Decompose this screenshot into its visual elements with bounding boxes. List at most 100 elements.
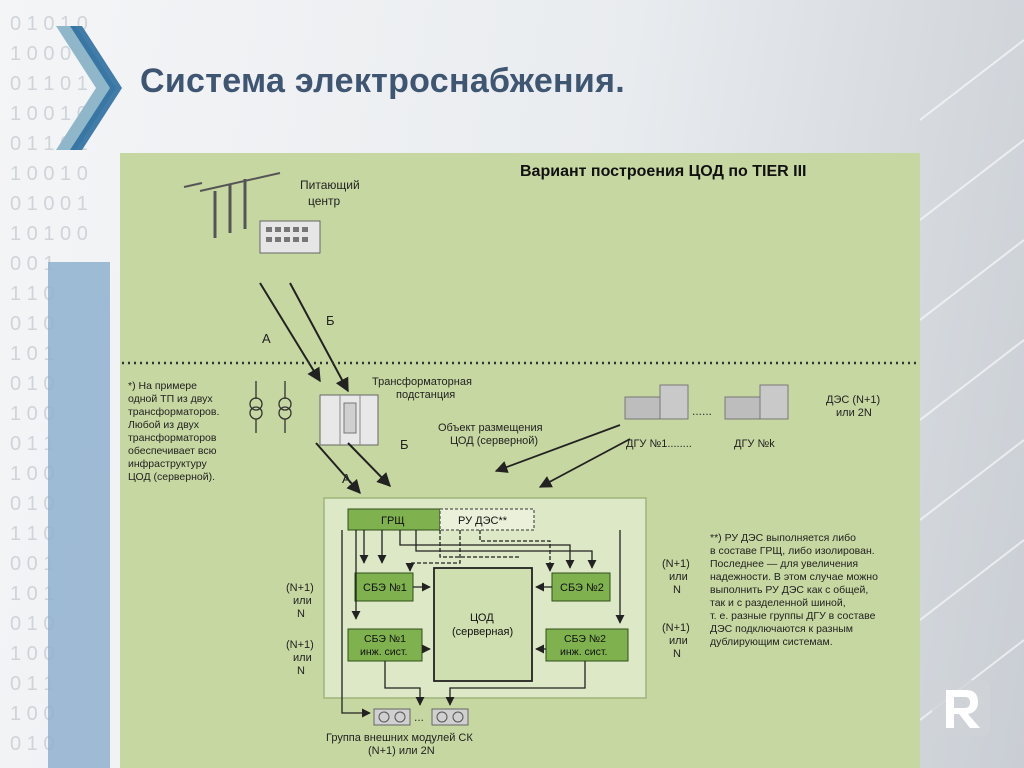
panel-title: Вариант построения ЦОД по TIER III <box>520 163 807 180</box>
cooling-label-1: Группа внешних модулей СК <box>326 732 473 744</box>
svg-text:0 1 1: 0 1 1 <box>10 673 54 695</box>
sbe1-eng-label-1: СБЭ №1 <box>364 633 406 645</box>
diagonal-stripes-decoration <box>920 39 1024 721</box>
substation-cabinet-icon <box>319 394 379 446</box>
right-note-line: **) РУ ДЭС выполняется либо <box>710 532 856 544</box>
left-note-line: *) На примере <box>128 380 197 392</box>
n1-right-1: (N+1) <box>662 558 690 570</box>
dgu-1-label: ДГУ №1........ <box>626 438 692 450</box>
right-note-line: ДЭС подключаются к разным <box>710 623 853 635</box>
ili-left-2: или <box>293 652 312 664</box>
dgu-feed-line <box>538 438 631 488</box>
line-a-lower <box>315 442 361 495</box>
left-note-line: трансформаторов <box>128 432 217 444</box>
left-note-line: трансформаторов. <box>128 406 219 418</box>
left-note-line: Любой из двух <box>128 419 200 431</box>
power-supply-diagram: Питающий центр А Б *) На примере одной Т… <box>122 172 918 757</box>
svg-text:0 1 0: 0 1 0 <box>10 313 54 335</box>
ili-right-1: или <box>669 571 688 583</box>
svg-text:1 0 1: 1 0 1 <box>10 583 54 605</box>
left-note-line: инфраструктуру <box>128 458 208 470</box>
dgu-k-label: ДГУ №k <box>734 438 775 450</box>
line-a-lower-label: А <box>342 471 351 486</box>
decorative-blue-bar <box>48 262 110 768</box>
svg-text:0 0 1: 0 0 1 <box>10 253 54 275</box>
n-left-2: N <box>297 665 305 677</box>
svg-text:1 0 0 1 0: 1 0 0 1 0 <box>10 163 88 185</box>
dec-label-2: или 2N <box>836 407 872 419</box>
dec-label-1: ДЭС (N+1) <box>826 394 880 406</box>
left-note-line: ЦОД (серверной). <box>128 471 215 483</box>
line-b-label: Б <box>326 313 335 328</box>
ru-des-label: РУ ДЭС** <box>458 515 508 527</box>
sbe1-eng-label-2: инж. сист. <box>360 646 407 658</box>
right-note-line: в составе ГРЩ, либо изолирован. <box>710 545 875 557</box>
ru-des-box <box>439 508 535 531</box>
substation-label-2: подстанция <box>396 389 455 401</box>
line-b-lower <box>347 442 391 488</box>
n-right-1: N <box>673 584 681 596</box>
left-note-line: одной ТП из двух <box>128 393 213 405</box>
redundancy-labels-right: (N+1) или N (N+1) или N <box>662 558 690 660</box>
svg-text:......: ...... <box>692 404 712 418</box>
line-a-label: А <box>262 331 271 346</box>
cod-server-room <box>433 567 533 682</box>
svg-text:1 0 0: 1 0 0 <box>10 643 54 665</box>
svg-text:1 0 0: 1 0 0 <box>10 463 54 485</box>
n-left-1: N <box>297 608 305 620</box>
svg-text:1 1 0: 1 1 0 <box>10 283 54 305</box>
svg-text:1 0 0 0 0: 1 0 0 0 0 <box>10 43 88 65</box>
n1-right-2: (N+1) <box>662 622 690 634</box>
power-center-label-1: Питающий <box>300 178 360 192</box>
svg-text:0 1 0: 0 1 0 <box>10 493 54 515</box>
right-note-line: надежности. В этом случае можно <box>710 571 878 583</box>
line-a-upper <box>259 282 321 383</box>
svg-text:...: ... <box>414 710 424 724</box>
line-b-lower-label: Б <box>400 437 409 452</box>
n-right-2: N <box>673 648 681 660</box>
right-note-line: Последнее — для увеличения <box>710 558 858 570</box>
diagram-panel: Вариант построения ЦОД по TIER III Питаю… <box>120 153 920 768</box>
sbe2-eng-label-2: инж. сист. <box>560 646 607 658</box>
transformer-symbol-icon <box>249 381 292 433</box>
svg-text:0 1 1 0 1: 0 1 1 0 1 <box>10 73 88 95</box>
r-logo-icon <box>932 680 990 736</box>
object-label-1: Объект размещения <box>438 422 543 434</box>
chevron-logo-icon <box>56 26 122 150</box>
line-b-upper <box>289 282 349 393</box>
power-poles-icon <box>183 172 281 238</box>
n1-left-2: (N+1) <box>286 639 314 651</box>
ili-right-2: или <box>669 635 688 647</box>
svg-text:0 0 1: 0 0 1 <box>10 553 54 575</box>
svg-text:0 1 1: 0 1 1 <box>10 433 54 455</box>
redundancy-labels-left: (N+1) или N (N+1) или N <box>286 582 314 677</box>
svg-text:1 1 0: 1 1 0 <box>10 523 54 545</box>
substation-label-1: Трансформаторная <box>372 376 472 388</box>
cod-label-2: (серверная) <box>452 626 513 638</box>
power-center-label-2: центр <box>308 194 341 208</box>
svg-text:1 0 1: 1 0 1 <box>10 343 54 365</box>
cod-label-1: ЦОД <box>470 612 494 624</box>
sbe1-label: СБЭ №1 <box>363 582 407 594</box>
cooling-label-2: (N+1) или 2N <box>368 745 435 757</box>
right-note-line: так и с разделенной шиной, <box>710 597 846 609</box>
dgu-unit-icon: ...... <box>624 384 789 420</box>
svg-text:0 1 0: 0 1 0 <box>10 733 54 755</box>
cooling-modules-icon: ... <box>373 708 469 726</box>
dgu-feed-line <box>494 424 621 473</box>
power-center-icon <box>259 220 321 254</box>
sbe1-box <box>354 572 414 602</box>
n1-left-1: (N+1) <box>286 582 314 594</box>
object-label-2: ЦОД (серверной) <box>450 435 538 447</box>
sbe2-box <box>551 572 611 602</box>
distribution-lines <box>341 530 625 718</box>
sbe2-label: СБЭ №2 <box>560 582 604 594</box>
left-note: *) На примере одной ТП из двух трансформ… <box>128 380 219 483</box>
svg-text:1 0 0: 1 0 0 <box>10 403 54 425</box>
sbe1-eng-box <box>347 628 423 662</box>
svg-text:0 1 0: 0 1 0 <box>10 373 54 395</box>
slide-title: Система электроснабжения. <box>140 62 625 100</box>
right-note-line: дублирующим системам. <box>710 636 833 648</box>
svg-text:1 0 0: 1 0 0 <box>10 703 54 725</box>
grsh-label: ГРЩ <box>381 515 405 527</box>
